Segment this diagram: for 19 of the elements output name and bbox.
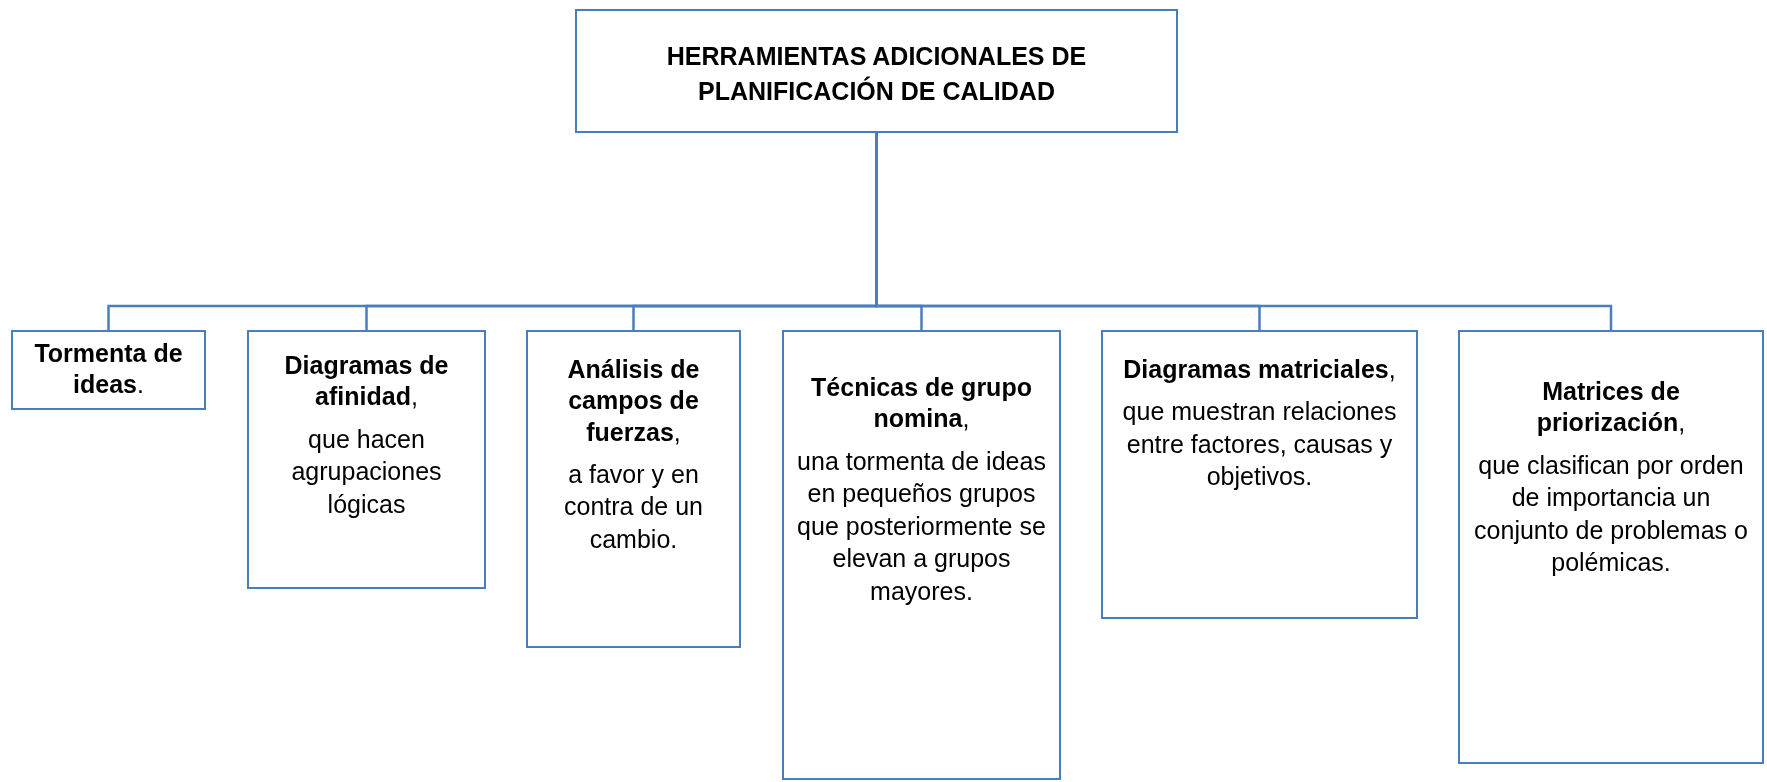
title-text: HERRAMIENTAS ADICIONALES DE PLANIFICACIÓN DE CALIDAD bbox=[665, 41, 1088, 107]
category-heading: Diagramas matriciales, bbox=[1123, 354, 1396, 385]
category-box bbox=[782, 330, 1061, 780]
category-box bbox=[11, 330, 206, 410]
category-heading: Técnicas de grupo nomina, bbox=[810, 372, 1033, 435]
category-description: una tormenta de ideas en pequeños grupos que posteriormente se elevan a grupos mayores. bbox=[796, 445, 1047, 607]
category-box bbox=[526, 330, 741, 648]
category-description: que muestran relaciones entre factores, causas y objetivos. bbox=[1121, 396, 1398, 493]
category-heading: Tormenta de ideas. bbox=[33, 338, 184, 401]
category-box bbox=[1458, 330, 1764, 764]
category-description: a favor y en contra de un cambio. bbox=[563, 458, 704, 555]
category-description: que hacen agrupaciones lógicas bbox=[290, 423, 443, 520]
category-heading: Análisis de campos de fuerzas, bbox=[566, 354, 701, 448]
category-heading: Matrices de priorización, bbox=[1535, 376, 1687, 439]
category-heading: Diagramas de afinidad, bbox=[283, 350, 450, 413]
category-box bbox=[247, 330, 486, 589]
category-box bbox=[1101, 330, 1418, 619]
title-box bbox=[575, 9, 1178, 133]
category-description: que clasifican por orden de importancia un conjunto de problemas o polémicas. bbox=[1473, 449, 1749, 578]
